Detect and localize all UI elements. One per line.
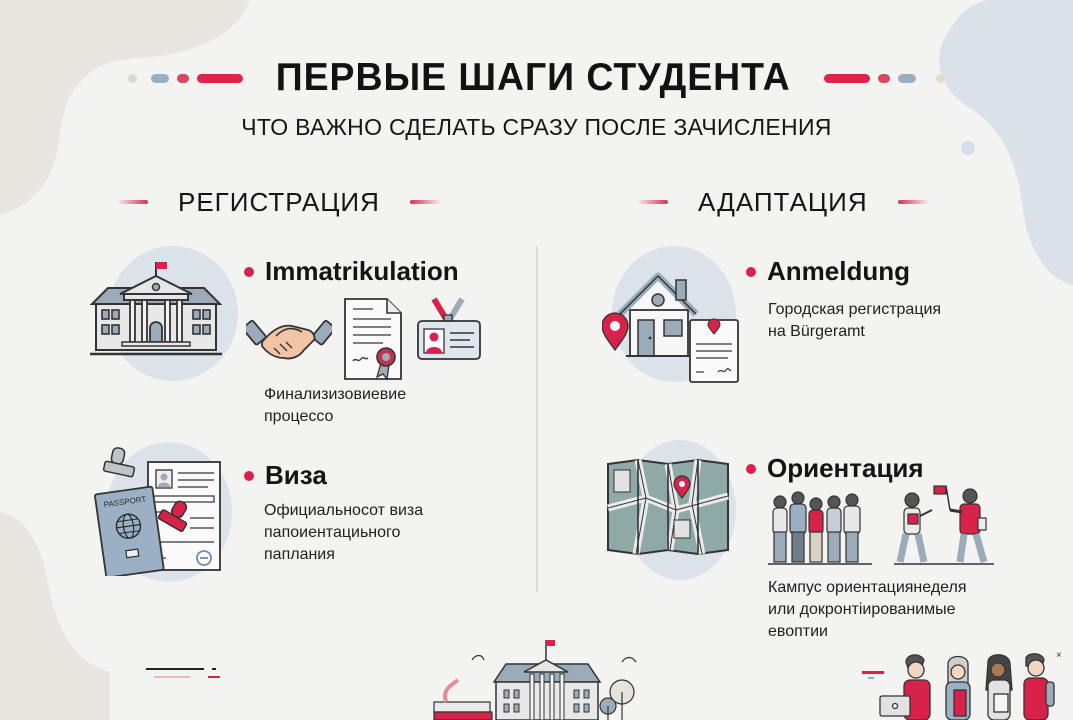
student-id-badge-icon [416,297,484,368]
university-building-icon [89,258,223,363]
house-registration-icon [601,262,742,391]
title-decoration-left [128,73,244,83]
page-subtitle: ЧТО ВАЖНО СДЕЛАТЬ СРАЗУ ПОСЛЕ ЗАЧИСЛЕНИЯ [241,114,832,140]
footer-decoration-right [862,668,892,686]
item-title-orientation: Ориентация [746,453,924,484]
section-heading-label: АДАПТАЦИЯ [698,186,868,217]
heading-decoration-left [118,200,148,204]
header-title-row: ПЕРВЫЕ ШАГИ СТУДЕНТА [0,52,1073,104]
page-title: ПЕРВЫЕ ШАГИ СТУДЕНТА [276,56,791,99]
bullet-dot [244,470,254,481]
heading-decoration-left [638,200,668,204]
university-with-books-icon [432,640,646,720]
tour-guide-with-flag-icon [894,484,994,571]
close-icon: × [1056,652,1062,661]
item-description-anmeldung: Городская регистрация на Bürgeramt [768,301,942,340]
section-heading-label: РЕГИСТРАЦИЯ [178,186,380,217]
background-dot-right [960,140,976,156]
item-title-immatrikulation: Immatrikulation [244,256,459,287]
city-map-icon [606,458,730,561]
background-blob-bottom-left [0,512,110,720]
student-group-icon [768,488,872,571]
background-blob-top-left [0,0,260,220]
column-divider [536,246,538,592]
certificate-document-icon [343,297,405,388]
item-title-visa: Виза [244,460,327,491]
item-description-immatrikulation: Финализизовиевие процессо [264,386,407,425]
section-heading-registration: РЕГИСТРАЦИЯ [118,186,440,218]
bullet-dot [746,266,756,277]
item-title-anmeldung: Anmeldung [746,256,910,287]
footer-decoration-left [146,668,256,689]
background-blob-top-right [913,0,1073,290]
bullet-dot [746,463,756,474]
visa-documents-icon: PASSPORT [94,446,234,581]
students-group-icon: × [876,650,1066,720]
item-description-orientation: Кампус ориентациянеделя или докронтiиров… [768,579,967,640]
heading-decoration-right [409,200,440,204]
heading-decoration-right [897,200,928,204]
handshake-icon [242,306,336,369]
item-description-visa: Официальносот виза папоиентациьного папл… [264,502,424,563]
bullet-dot [244,266,254,277]
title-decoration-right [823,73,945,83]
section-heading-adaptation: АДАПТАЦИЯ [638,186,928,218]
